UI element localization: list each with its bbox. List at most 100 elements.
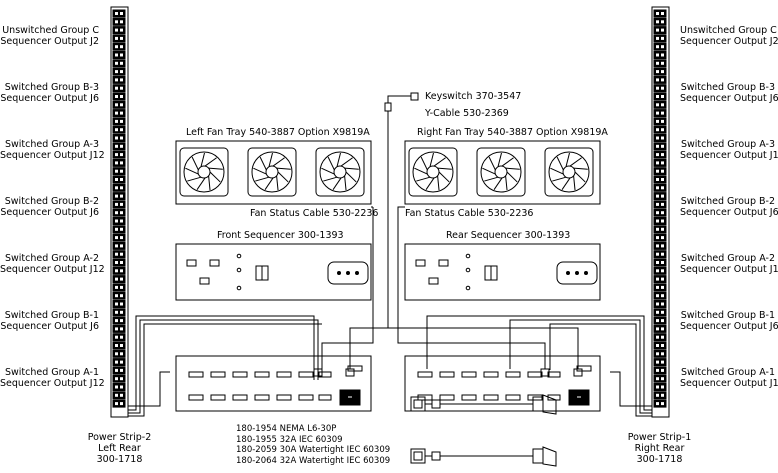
outlet-icon [653, 9, 667, 18]
outlet-port [298, 371, 314, 378]
outlet-icon [112, 117, 126, 126]
outlet-port [439, 371, 455, 378]
left-strip-label: Power Strip-2 Left Rear 300-1718 [82, 432, 157, 465]
outlet-icon [653, 175, 667, 184]
rear-sequencer-unit [404, 243, 601, 301]
outlet-icon [653, 200, 667, 209]
fan-icon [408, 147, 458, 197]
left-strip-position: Left Rear [98, 443, 141, 454]
outlet-icon [112, 283, 126, 292]
left-power-sequencer-box [175, 355, 372, 412]
outlet-port [298, 394, 314, 401]
outlet-icon [653, 324, 667, 333]
outlet-icon [653, 333, 667, 342]
left-fan-tray-label: Left Fan Tray 540-3887 Option X9819A [186, 127, 370, 138]
outlet-port [505, 394, 521, 401]
outlet-icon [653, 100, 667, 109]
outlet-icon [653, 283, 667, 292]
outlet-icon [112, 349, 126, 358]
group-output: Sequencer Output J6 [0, 207, 99, 218]
right-power-strip [651, 6, 670, 418]
fan-status-right-label: Fan Status Cable 530-2236 [405, 208, 534, 219]
outlet-icon [653, 275, 667, 284]
fan-status-left-label: Fan Status Cable 530-2236 [250, 208, 379, 219]
group-name: Switched Group B-3 [4, 82, 99, 93]
right-strip-cables [426, 315, 652, 417]
outlet-icon [112, 9, 126, 18]
outlet-icon [112, 291, 126, 300]
outlet-port [276, 394, 292, 401]
outlet-port [254, 371, 270, 378]
outlet-icon [653, 399, 667, 408]
left-strip-name: Power Strip-2 [87, 432, 152, 443]
outlet-icon [653, 109, 667, 118]
outlet-icon [653, 158, 667, 167]
outlet-icon [653, 75, 667, 84]
outlet-icon [112, 26, 126, 35]
group-name: Switched Group B-1 [680, 310, 775, 321]
outlet-icon [653, 117, 667, 126]
outlet-icon [653, 42, 667, 51]
outlet-icon [653, 250, 667, 259]
group-output: Sequencer Output J12 [0, 150, 105, 161]
right-strip-name: Power Strip-1 [627, 432, 692, 443]
right-fan-tray [404, 140, 601, 205]
outlet-icon [112, 358, 126, 367]
outlet-icon [112, 383, 126, 391]
outlet-port [547, 394, 561, 401]
outlet-icon [112, 316, 126, 325]
cable-list: 180-1954 NEMA L6-30P 180-1955 32A IEC 60… [236, 424, 390, 466]
outlet-icon [653, 59, 667, 68]
group-name: Switched Group A-1 [680, 367, 775, 378]
cable-item: 180-1955 32A IEC 60309 [236, 434, 343, 445]
outlet-icon [112, 175, 126, 184]
group-name: Switched Group A-3 [680, 139, 775, 150]
outlet-icon [653, 391, 667, 400]
outlet-icon [112, 67, 126, 76]
right-fan-tray-label: Right Fan Tray 540-3887 Option X9819A [417, 127, 608, 138]
fan-status-cable-right [397, 206, 550, 377]
group-output: Sequencer Output J6 [0, 93, 99, 104]
outlet-icon [112, 300, 126, 308]
outlet-icon [112, 341, 126, 350]
group-name: Switched Group B-2 [680, 196, 775, 207]
outlet-icon [653, 308, 667, 317]
outlet-icon [112, 167, 126, 176]
outlet-port [188, 394, 204, 401]
group-output: Sequencer Output J6 [0, 321, 99, 332]
group-output: Sequencer Output J2 [680, 36, 778, 47]
outlet-icon [653, 142, 667, 151]
power-cord-lower [410, 446, 557, 467]
outlet-port [505, 371, 521, 378]
outlet-icon [653, 17, 667, 26]
group-output: Sequencer Output J12 [680, 150, 778, 161]
outlet-icon [653, 225, 667, 234]
outlet-port [188, 371, 204, 378]
group-output: Sequencer Output J12 [0, 378, 105, 389]
front-sequencer-label: Front Sequencer 300-1393 [217, 230, 344, 241]
right-strip-position: Right Rear [634, 443, 685, 454]
fan-icon [179, 147, 229, 197]
outlet-icon [653, 374, 667, 383]
outlet-icon [112, 258, 126, 267]
outlet-icon [112, 183, 126, 192]
outlet-icon [653, 134, 667, 142]
outlet-port [276, 371, 292, 378]
outlet-icon [112, 324, 126, 333]
right-strip-outlets [653, 9, 667, 408]
outlet-icon [112, 75, 126, 84]
outlet-icon [653, 150, 667, 159]
outlet-icon [112, 84, 126, 93]
outlet-icon [653, 183, 667, 192]
outlet-port [232, 394, 248, 401]
outlet-port [417, 371, 433, 378]
outlet-icon [653, 241, 667, 250]
outlet-icon [112, 208, 126, 217]
